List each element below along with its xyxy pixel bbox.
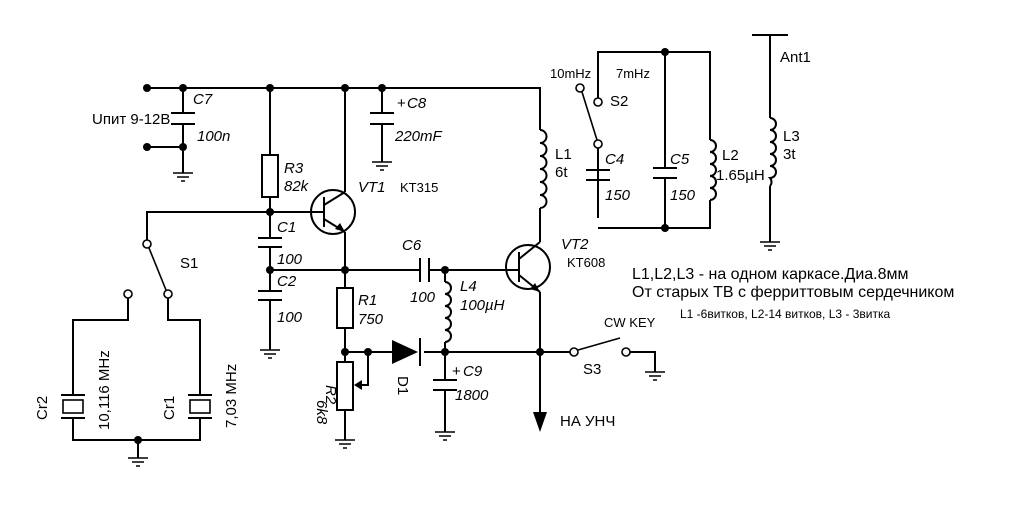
- vt1-type: KT315: [400, 180, 438, 195]
- c1-value: 100: [277, 251, 303, 268]
- wires: [72, 35, 771, 458]
- s3-name: S3: [583, 361, 601, 378]
- vt2-name: VT2: [561, 236, 589, 253]
- c8-plus: +: [397, 95, 406, 112]
- antenna: Ant1: [752, 34, 811, 66]
- c7-name: C7: [193, 91, 213, 108]
- c7-value: 100n: [197, 128, 230, 145]
- cr1-value: 7,03 MHz: [223, 364, 240, 428]
- inductor-l2: L2 1.65µH: [709, 139, 765, 201]
- r2-name: R2: [322, 385, 339, 405]
- l3-name: L3: [783, 128, 800, 145]
- potentiometer-r2: R2 6k8: [313, 361, 362, 425]
- ground-icon: [173, 172, 193, 182]
- d1-name: D1: [394, 376, 411, 395]
- ant1-name: Ant1: [780, 49, 811, 66]
- l4-name: L4: [460, 278, 477, 295]
- switch-s1: S1: [123, 239, 198, 299]
- s2-name: S2: [610, 93, 628, 110]
- l3-value: 3t: [783, 146, 796, 163]
- c1-name: C1: [277, 219, 296, 236]
- capacitor-c1: C1 100: [258, 219, 303, 268]
- l1-value: 6t: [555, 164, 568, 181]
- l2-value: 1.65µH: [716, 167, 765, 184]
- inductor-l1: L1 6t: [539, 129, 572, 209]
- r1-value: 750: [358, 311, 384, 328]
- vt2-type: KT608: [567, 255, 605, 270]
- ground-icon: [435, 431, 455, 441]
- output-label: НА УНЧ: [560, 413, 615, 430]
- s2-pos2: 7mHz: [616, 66, 650, 81]
- s3-label: CW KEY: [604, 315, 656, 330]
- junctions: [134, 48, 669, 444]
- c6-name: C6: [402, 237, 422, 254]
- capacitor-c5: C5 150: [653, 151, 696, 204]
- crystal-cr1: Cr1 7,03 MHz: [161, 364, 240, 428]
- ground-icon: [260, 349, 280, 359]
- c8-value: 220mF: [394, 128, 443, 145]
- cr2-value: 10,116 MHz: [96, 350, 113, 430]
- note-line2: От старых ТВ с ферриттовым сердечником: [632, 284, 954, 301]
- notes: L1,L2,L3 - на одном каркасе.Диа.8мм От с…: [632, 266, 954, 321]
- ground-icon: [645, 371, 665, 381]
- capacitor-c2: C2 100: [258, 273, 303, 326]
- ground-icon: [372, 161, 392, 171]
- inductor-l4: L4 100µH: [444, 278, 505, 343]
- crystal-cr2: Cr2 10,116 MHz: [34, 350, 113, 430]
- c2-name: C2: [277, 273, 297, 290]
- transistor-vt2: VT2 KT608: [498, 236, 605, 293]
- c9-name: C9: [463, 363, 483, 380]
- r2-value: 6k8: [313, 400, 330, 425]
- ground-icon: [760, 241, 780, 251]
- c9-plus: +: [452, 363, 461, 380]
- c4-name: C4: [605, 151, 624, 168]
- switch-s3: CW KEY S3: [569, 315, 656, 378]
- inductor-l3: L3 3t: [767, 117, 800, 187]
- c8-name: C8: [407, 95, 427, 112]
- c5-name: C5: [670, 151, 690, 168]
- r3-name: R3: [284, 160, 304, 177]
- capacitor-c7: C7 100n: [171, 91, 230, 145]
- l2-name: L2: [722, 147, 739, 164]
- capacitor-c9: + C9 1800: [433, 363, 489, 404]
- c4-value: 150: [605, 187, 631, 204]
- supply-label: Uпит 9-12В: [92, 111, 170, 128]
- cr2-name: Cr2: [34, 396, 51, 420]
- note-line3: L1 -6витков, L2-14 витков, L3 - 3витка: [680, 307, 891, 321]
- r1-name: R1: [358, 292, 377, 309]
- output: НА УНЧ: [533, 412, 615, 432]
- s1-name: S1: [180, 255, 198, 272]
- c5-value: 150: [670, 187, 696, 204]
- c9-value: 1800: [455, 387, 489, 404]
- c2-value: 100: [277, 309, 303, 326]
- capacitor-c4: C4 150: [586, 151, 631, 204]
- note-line1: L1,L2,L3 - на одном каркасе.Диа.8мм: [632, 266, 909, 283]
- ground-icon: [128, 457, 148, 467]
- capacitor-c6: C6 100: [402, 237, 436, 306]
- ground-symbols: [128, 161, 780, 467]
- ground-icon: [335, 439, 355, 449]
- diode-d1: D1: [392, 338, 421, 395]
- switch-s2: 10mHz 7mHz S2: [550, 66, 650, 170]
- vt1-name: VT1: [358, 179, 386, 196]
- cr1-name: Cr1: [161, 396, 178, 420]
- r3-value: 82k: [284, 178, 310, 195]
- resistor-r1: R1 750: [336, 287, 384, 329]
- l4-value: 100µH: [460, 297, 505, 314]
- c6-value: 100: [410, 289, 436, 306]
- s2-pos1: 10mHz: [550, 66, 591, 81]
- capacitor-c8: + C8 220mF: [370, 95, 443, 145]
- resistor-r3: R3 82k: [261, 154, 310, 198]
- l1-name: L1: [555, 146, 572, 163]
- transistor-vt1: VT1 KT315: [270, 179, 438, 235]
